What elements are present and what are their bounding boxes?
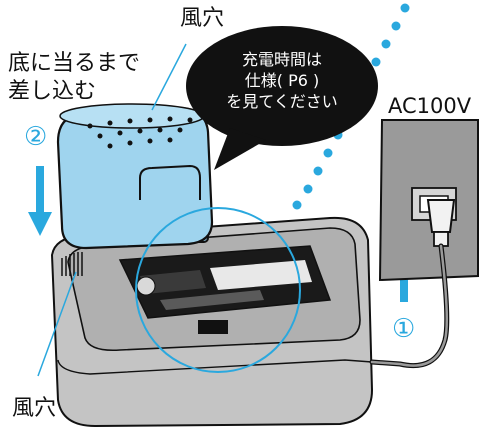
battery-pack xyxy=(56,103,214,250)
power-plug xyxy=(369,199,456,368)
insert-instruction-line2: 差し込む xyxy=(8,78,97,104)
speech-bubble xyxy=(186,26,378,170)
insert-instruction: 底に当るまで 差し込む xyxy=(8,50,140,105)
bubble-line2: 仕様( P6 ) xyxy=(244,70,320,90)
bubble-line1: 充電時間は xyxy=(241,50,322,69)
step-1-marker: ① xyxy=(392,314,416,344)
bubble-line3: を見てください xyxy=(226,91,338,111)
insert-instruction-line1: 底に当るまで xyxy=(8,51,141,76)
vent-label-bottom: 風穴 xyxy=(12,396,57,421)
down-arrow xyxy=(28,166,52,236)
bubble-text: 充電時間は 仕様( P6 ) を見てください xyxy=(207,50,357,112)
vent-grille xyxy=(61,252,83,276)
vent-label-top: 風穴 xyxy=(180,6,225,31)
highlight-circle xyxy=(135,207,301,373)
power-label: AC100V xyxy=(388,94,472,118)
leader-lines xyxy=(37,43,187,377)
charger-base xyxy=(50,216,374,428)
step-2-marker: ② xyxy=(24,122,48,152)
